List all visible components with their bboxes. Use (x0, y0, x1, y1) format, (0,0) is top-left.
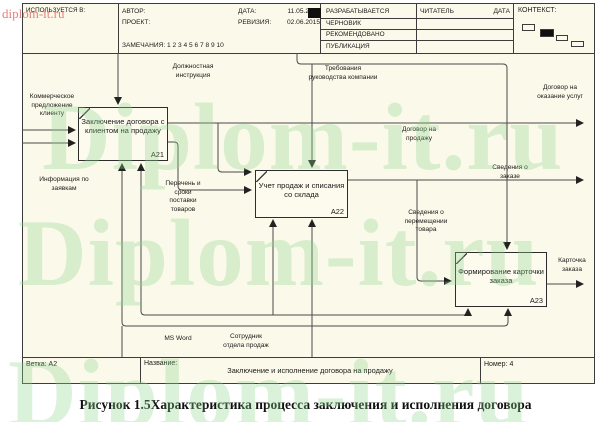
number-value: 4 (509, 361, 514, 368)
header-divider (513, 3, 514, 53)
diagram-name-value: Заключение и исполнение договора на прод… (227, 366, 393, 375)
activity-box-a23: Формирование карточки заказа А23 (455, 252, 547, 307)
number-label: Номер: (484, 361, 508, 368)
status-row-line (320, 18, 513, 19)
context-node (522, 24, 535, 31)
status-row-2: РЕКОМЕНДОВАНО (326, 31, 385, 38)
arrow-label-goods-movement: Сведения о перемещении товара (404, 209, 448, 234)
branch-cell: Ветка: А2 (26, 361, 57, 368)
status-row-0: РАЗРАБАТЫВАЕТСЯ (326, 8, 390, 15)
status-row-3: ПУБЛИКАЦИЯ (326, 43, 370, 50)
notes-line: ЗАМЕЧАНИЯ: 1 2 3 4 5 6 7 8 9 10 (122, 42, 224, 50)
date-label: ДАТА: (238, 8, 257, 15)
arrow-label-job-instruction: Должностная инструкция (172, 63, 214, 79)
revision-value: 02.06.2015 (286, 19, 320, 26)
branch-value: А2 (48, 361, 58, 368)
activity-box-a21: Заключение договора с клиентом на продаж… (78, 107, 168, 161)
footer-top-line (22, 357, 595, 358)
reader-date-label: ДАТА (493, 8, 510, 15)
box-corner-mark (256, 171, 267, 182)
arrow-label-commercial-offer: Коммерческое предложение клиенту (29, 93, 75, 118)
reader-label: ЧИТАТЕЛЬ (420, 8, 454, 15)
figure-caption: Рисунок 1.5Характеристика процесса заклю… (79, 397, 532, 412)
status-row-line (320, 29, 513, 30)
used-in-label: ИСПОЛЬЗУЕТСЯ В: (26, 7, 86, 14)
project-label: ПРОЕКТ: (122, 19, 151, 26)
arrow-label-ms-word: MS Word (164, 335, 192, 342)
header-bottom-line (22, 53, 595, 54)
context-node (556, 35, 568, 41)
header-divider (320, 3, 321, 53)
status-row-line (320, 40, 513, 41)
revision-label: РЕВИЗИЯ: (238, 19, 272, 26)
arrow-label-order-info: Сведения о заказе (492, 164, 528, 180)
activity-box-a22: Учет продаж и списания со склада А22 (255, 170, 348, 218)
arrow-label-info-on-requests: Информация по заявкам (39, 176, 89, 192)
status-marker (308, 8, 321, 18)
status-row-1: ЧЕРНОВИК (326, 20, 361, 27)
header-divider (118, 3, 119, 53)
date-value: 11.05.2015 (287, 8, 320, 15)
arrow-label-sales-contract: Договор на продажу (401, 126, 437, 142)
activity-title: Учет продаж и списания со склада (258, 181, 345, 200)
activity-title: Формирование карточки заказа (458, 267, 544, 286)
footer-divider (480, 357, 481, 384)
activity-code: А21 (150, 149, 164, 159)
revision-row: РЕВИЗИЯ: 02.06.2015 (238, 19, 320, 26)
arrow-label-sales-employee: Сотрудник отдела продаж (223, 333, 269, 349)
footer-divider (140, 357, 141, 384)
branch-label: Ветка: (26, 361, 47, 368)
box-corner-mark (456, 253, 467, 264)
activity-title: Заключение договора с клиентом на продаж… (81, 117, 165, 136)
box-corner-mark (79, 108, 90, 119)
context-label: КОНТЕКСТ: (518, 7, 557, 14)
activity-code: А23 (529, 295, 543, 305)
notes-numbers: 1 2 3 4 5 6 7 8 9 10 (167, 42, 224, 49)
context-node-current (540, 29, 554, 37)
notes-label: ЗАМЕЧАНИЯ: (122, 42, 166, 49)
header-divider (416, 3, 417, 53)
activity-code: А22 (330, 206, 344, 216)
arrow-label-services-contract: Договор на оказание услуг (537, 84, 583, 100)
date-row: ДАТА: 11.05.2015 (238, 8, 320, 15)
number-cell: Номер: 4 (484, 361, 513, 368)
arrow-label-delivery-terms: Перечень и сроки поставки товаров (165, 180, 201, 213)
name-label: Название: (144, 360, 178, 367)
arrow-label-order-card: Карточка заказа (558, 257, 586, 273)
author-label: АВТОР: (122, 8, 146, 15)
arrow-label-management-requirements: Требования руководства компании (308, 65, 378, 81)
context-node (571, 41, 584, 47)
